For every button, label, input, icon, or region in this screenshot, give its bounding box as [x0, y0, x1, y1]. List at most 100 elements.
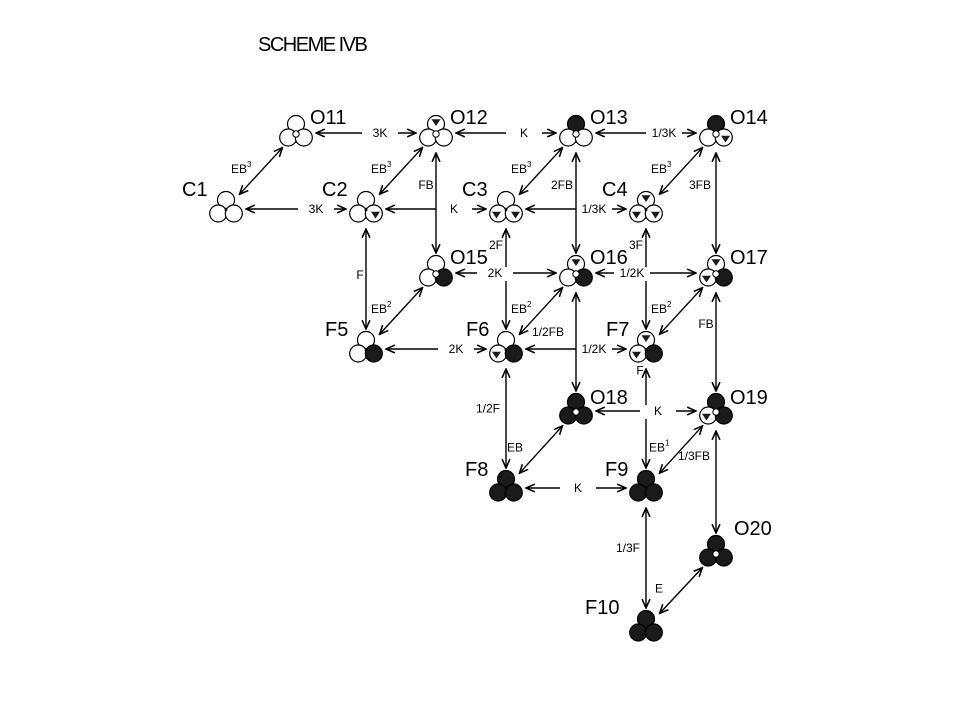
rate-label: 1/3FB	[678, 449, 710, 463]
state-node-f10	[629, 609, 663, 642]
subunit-petal	[496, 190, 516, 210]
state-label: O20	[734, 518, 772, 540]
rate-label: 3F	[629, 238, 643, 252]
state-node-o19	[699, 392, 733, 425]
state-node-o15	[419, 254, 453, 287]
rate-label: FB	[698, 317, 713, 331]
rate-label: EB	[371, 162, 387, 176]
closed-hub-icon	[504, 487, 508, 491]
state-label: F9	[605, 459, 628, 481]
state-node-c1	[209, 190, 243, 223]
state-label: O18	[590, 387, 628, 409]
closed-hub-icon	[644, 208, 648, 212]
state-label: F7	[606, 319, 629, 341]
subunit-petal	[356, 330, 376, 350]
closed-hub-icon	[644, 487, 648, 491]
subunit-petal	[636, 609, 656, 629]
rate-label: 3FB	[689, 178, 711, 192]
state-node-c2	[349, 190, 383, 223]
subunit-petal	[349, 204, 368, 223]
subunit-mark	[371, 211, 381, 219]
closed-hub-icon	[364, 348, 368, 352]
subunit-mark	[631, 351, 641, 359]
rate-label-superscript: 2	[527, 300, 532, 309]
reaction-arrow-c2-f5: F	[356, 229, 366, 329]
rate-label: 2K	[449, 342, 464, 356]
rate-label: 2FB	[551, 178, 573, 192]
reaction-arrow-o14-o17: 3FB	[689, 153, 716, 253]
rate-label: 1/3K	[582, 202, 607, 216]
open-hub-icon	[712, 550, 720, 558]
state-label: C2	[322, 179, 348, 201]
state-node-o17	[699, 254, 733, 287]
open-hub-icon	[572, 408, 580, 416]
subunit-petal	[224, 204, 243, 223]
reaction-arrow-o17-o19: FB	[698, 293, 716, 391]
reaction-arrow-f6-f8: 1/2F	[476, 369, 506, 468]
closed-hub-icon	[224, 208, 228, 212]
open-hub-icon	[712, 408, 720, 416]
state-node-o16	[559, 254, 593, 287]
rate-label-superscript: 1	[665, 439, 670, 448]
state-label: F5	[325, 319, 348, 341]
rate-label: EB	[507, 441, 523, 455]
subunit-petal	[489, 483, 508, 502]
rate-label-superscript: 2	[387, 300, 392, 309]
state-node-f6	[489, 330, 523, 363]
subunit-mark	[651, 211, 661, 219]
rate-label-superscript: 3	[387, 160, 392, 169]
state-label: O19	[730, 387, 768, 409]
nodes-layer	[209, 114, 733, 642]
state-node-o18	[559, 392, 593, 425]
open-hub-icon	[572, 270, 580, 278]
state-node-o13	[559, 114, 593, 147]
rate-label: EB	[231, 162, 247, 176]
rate-label: F	[356, 268, 363, 282]
state-node-f5	[349, 330, 383, 363]
reaction-arrow-f5-f6: 2K	[386, 342, 486, 357]
subunit-mark	[701, 413, 711, 421]
subunit-petal	[496, 469, 516, 489]
state-node-o12	[419, 114, 453, 147]
subunit-petal	[356, 190, 376, 210]
state-label: O14	[730, 107, 768, 129]
rate-label: F	[636, 364, 643, 378]
subunit-petal	[636, 469, 656, 489]
reaction-arrow-f6-f7: 1/2K	[526, 342, 626, 357]
rate-label: EB	[649, 441, 665, 455]
scheme-title: SCHEME IVB	[258, 34, 368, 56]
reaction-arrow-o12-o15: FB	[418, 153, 436, 253]
rate-label: 1/2FB	[532, 325, 564, 339]
state-label: O13	[590, 107, 628, 129]
state-node-c3	[489, 190, 523, 223]
subunit-petal	[496, 330, 516, 350]
state-label: O17	[730, 247, 768, 269]
subunit-petal	[644, 483, 663, 502]
state-label: F6	[466, 319, 489, 341]
rate-label: EB	[651, 302, 667, 316]
subunit-mark	[711, 259, 721, 267]
rate-label: EB	[511, 302, 527, 316]
reaction-arrow-o12-o13: K	[456, 126, 556, 141]
rate-label: 1/3F	[616, 541, 640, 555]
state-label: C3	[462, 179, 488, 201]
subunit-petal	[364, 344, 383, 363]
rate-label: EB	[511, 162, 527, 176]
subunit-mark	[631, 211, 641, 219]
subunit-mark	[431, 119, 441, 127]
rate-label: K	[654, 404, 662, 418]
subunit-petal	[644, 623, 663, 642]
state-node-f9	[629, 469, 663, 502]
open-hub-icon	[712, 130, 720, 138]
rate-label: 1/2K	[620, 266, 645, 280]
state-label: C4	[602, 179, 628, 201]
subunit-petal	[504, 344, 523, 363]
rate-label: 1/2K	[582, 342, 607, 356]
